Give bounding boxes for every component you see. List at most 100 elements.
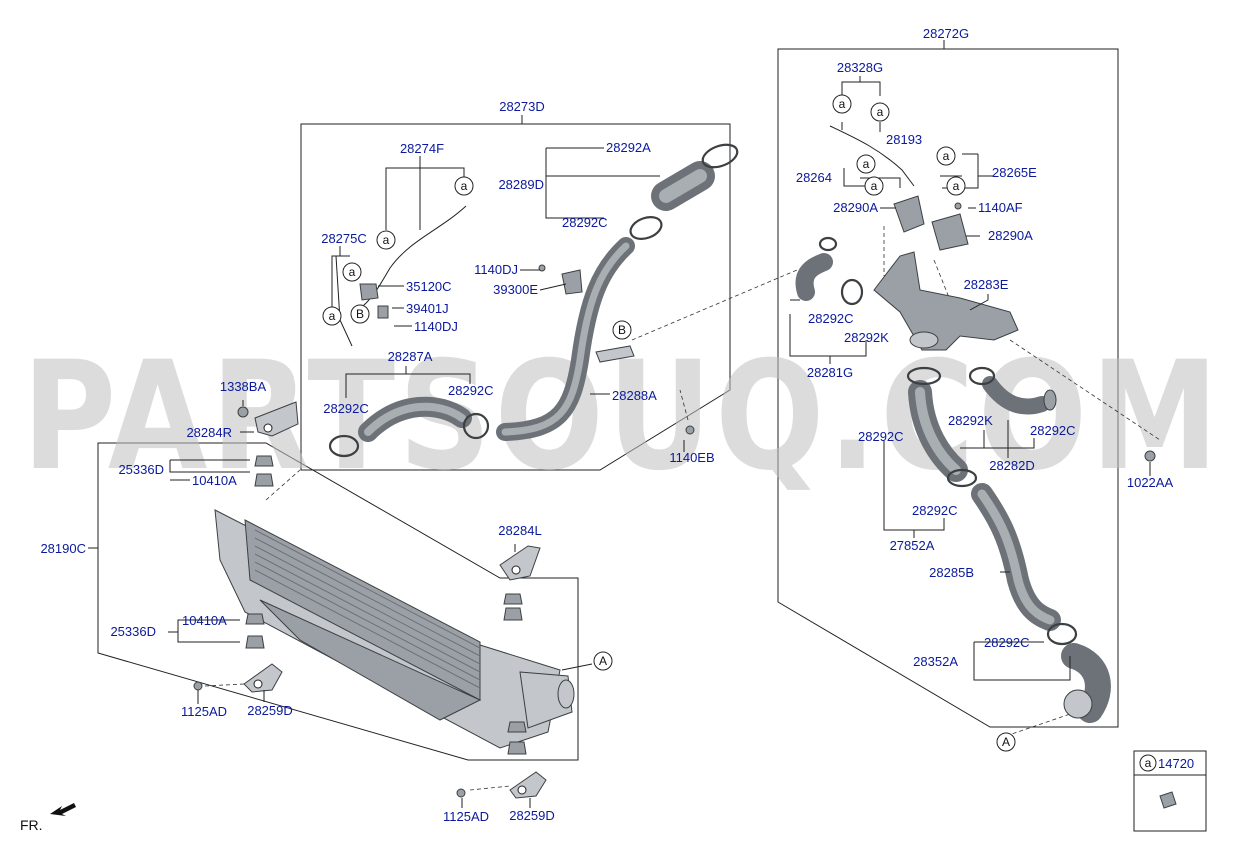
ref-circle-B: B xyxy=(612,320,632,340)
leader-dashed-2 xyxy=(631,255,831,341)
legend-part-number[interactable]: 14720 xyxy=(1158,756,1194,771)
label-28265E[interactable]: 28265E xyxy=(992,165,1037,180)
legend-clip-icon xyxy=(1159,791,1177,809)
svg-text:B: B xyxy=(618,323,626,337)
label-28292K[interactable]: 28292K xyxy=(844,330,889,345)
label-28259D[interactable]: 28259D xyxy=(509,808,555,823)
ref-circle-B: B xyxy=(350,304,370,324)
label-1022AA[interactable]: 1022AA xyxy=(1127,475,1174,490)
hose-28289D xyxy=(651,161,715,211)
label-1338BA[interactable]: 1338BA xyxy=(220,379,267,394)
ref-circle-a: a xyxy=(376,230,396,250)
label-39300E[interactable]: 39300E xyxy=(493,282,538,297)
label-1140AF[interactable]: 1140AF xyxy=(978,200,1023,215)
label-28290A[interactable]: 28290A xyxy=(833,200,878,215)
label-28292K[interactable]: 28292K xyxy=(948,413,993,428)
label-28275C[interactable]: 28275C xyxy=(321,231,367,246)
label-28274F[interactable]: 28274F xyxy=(400,141,444,156)
pipe-28285B xyxy=(971,483,1078,646)
elbow-28352A xyxy=(1061,643,1111,723)
svg-text:a: a xyxy=(953,179,960,193)
bolt-1125AD-lower xyxy=(456,788,466,798)
vacuum-line-28274F xyxy=(357,205,467,319)
label-1125AD[interactable]: 1125AD xyxy=(443,809,489,824)
leader-dashed-1 xyxy=(265,469,301,501)
legend-symbol: a xyxy=(1145,756,1152,770)
ref-circle-a: a xyxy=(946,176,966,196)
label-28292A[interactable]: 28292A xyxy=(606,140,651,155)
ref-circle-A: A xyxy=(593,651,613,671)
front-label: FR. xyxy=(20,817,43,833)
label-28292C[interactable]: 28292C xyxy=(323,401,369,416)
bolt-1140EB xyxy=(685,425,695,435)
label-28352A[interactable]: 28352A xyxy=(913,654,958,669)
label-28282D[interactable]: 28282D xyxy=(989,458,1035,473)
label-28283E[interactable]: 28283E xyxy=(964,277,1009,292)
label-28289D[interactable]: 28289D xyxy=(498,177,544,192)
clamps-middle xyxy=(328,143,739,458)
label-28292C[interactable]: 28292C xyxy=(858,429,904,444)
label-28292C[interactable]: 28292C xyxy=(912,503,958,518)
vacuum-hose-28328G xyxy=(829,125,915,187)
label-28292C[interactable]: 28292C xyxy=(808,311,854,326)
ref-circle-a: a xyxy=(322,306,342,326)
svg-text:a: a xyxy=(863,157,870,171)
label-1140EB[interactable]: 1140EB xyxy=(669,450,714,465)
ref-circle-a: a xyxy=(832,94,852,114)
pipe-28288A xyxy=(496,237,635,441)
label-1125AD[interactable]: 1125AD xyxy=(181,704,227,719)
intercooler xyxy=(214,509,575,749)
ref-circle-a: a xyxy=(856,154,876,174)
label-28285B[interactable]: 28285B xyxy=(929,565,974,580)
svg-text:a: a xyxy=(943,149,950,163)
label-28290A[interactable]: 28290A xyxy=(988,228,1033,243)
mount-bracket-28284R xyxy=(254,401,299,437)
svg-text:a: a xyxy=(349,265,356,279)
group-box-28273D xyxy=(300,123,731,471)
group-box-28272G xyxy=(777,48,1119,728)
bracket-28259D-lower xyxy=(509,771,547,799)
ref-circle-a: a xyxy=(454,176,474,196)
insulators-right-lower xyxy=(507,721,527,755)
label-39401J[interactable]: 39401J xyxy=(406,301,449,316)
label-1140DJ[interactable]: 1140DJ xyxy=(414,319,458,334)
label-1140DJ[interactable]: 1140DJ xyxy=(474,262,518,277)
label-28272G[interactable]: 28272G xyxy=(923,26,969,41)
leader-dashed-6 xyxy=(469,785,511,791)
label-35120C[interactable]: 35120C xyxy=(406,279,452,294)
label-28284R[interactable]: 28284R xyxy=(186,425,232,440)
label-28259D[interactable]: 28259D xyxy=(247,703,293,718)
label-28264[interactable]: 28264 xyxy=(796,170,832,185)
label-28281G[interactable]: 28281G xyxy=(807,365,853,380)
hose-27852A xyxy=(906,366,978,488)
label-28288A[interactable]: 28288A xyxy=(612,388,657,403)
bracket-28284L xyxy=(499,545,541,581)
label-28292C[interactable]: 28292C xyxy=(1030,423,1076,438)
label-28273D[interactable]: 28273D xyxy=(499,99,545,114)
svg-text:a: a xyxy=(839,97,846,111)
actuator-28290A-left xyxy=(893,195,925,233)
nut-1140AF xyxy=(954,202,962,210)
bracket-28259D-upper xyxy=(243,663,283,693)
label-28292C[interactable]: 28292C xyxy=(984,635,1030,650)
svg-text:a: a xyxy=(871,179,878,193)
ref-circle-a: a xyxy=(936,146,956,166)
label-28287A[interactable]: 28287A xyxy=(388,349,433,364)
hose-28281G xyxy=(795,236,864,306)
leader-dashed-3 xyxy=(679,389,689,421)
label-25336D[interactable]: 25336D xyxy=(118,462,164,477)
svg-text:a: a xyxy=(877,105,884,119)
bolt-1125AD-upper xyxy=(193,681,203,691)
label-10410A[interactable]: 10410A xyxy=(192,473,237,488)
label-28284L[interactable]: 28284L xyxy=(498,523,541,538)
svg-text:a: a xyxy=(383,233,390,247)
label-28292C[interactable]: 28292C xyxy=(562,215,608,230)
label-25336D[interactable]: 25336D xyxy=(110,624,156,639)
label-28193[interactable]: 28193 xyxy=(886,132,922,147)
front-arrow-icon xyxy=(50,803,76,816)
label-28292C[interactable]: 28292C xyxy=(448,383,494,398)
label-27852A[interactable]: 27852A xyxy=(890,538,935,553)
label-28328G[interactable]: 28328G xyxy=(837,60,883,75)
label-28190C[interactable]: 28190C xyxy=(40,541,86,556)
label-10410A[interactable]: 10410A xyxy=(182,613,227,628)
